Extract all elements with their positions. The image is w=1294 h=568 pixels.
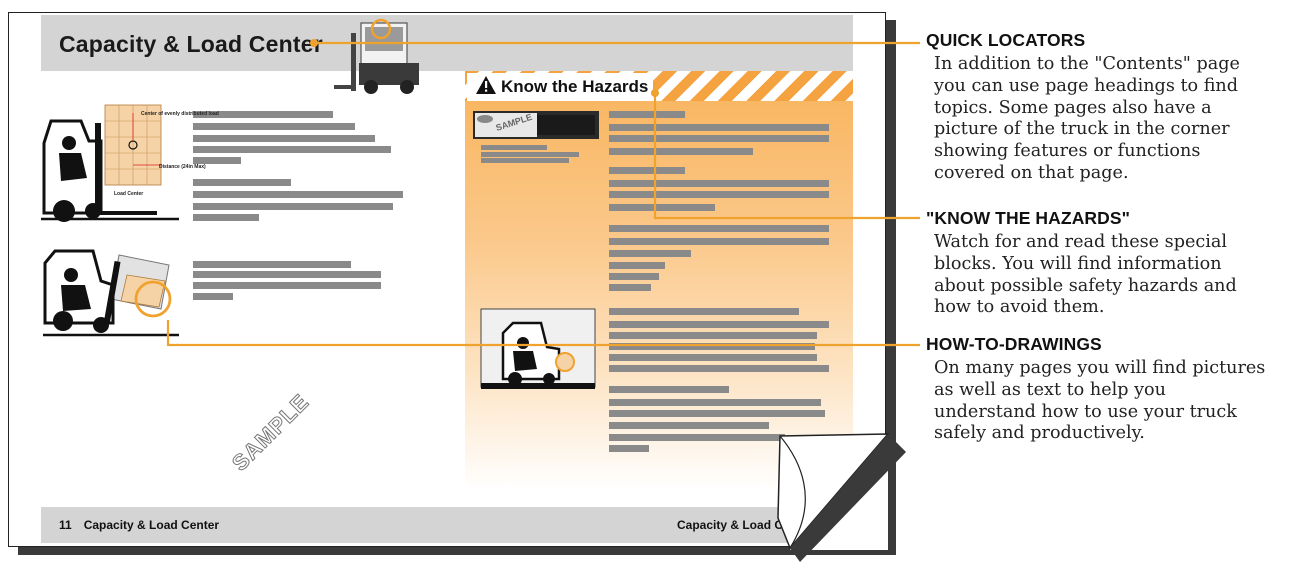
text-line xyxy=(609,148,753,155)
text-line xyxy=(609,365,829,372)
footer-left-title: Capacity & Load Center xyxy=(83,518,220,532)
text-line xyxy=(609,180,829,187)
annotation-body: Watch for and read these special blocks.… xyxy=(934,232,1237,318)
text-line xyxy=(609,422,769,429)
diagram-label-center-of-load: Center of evenly distributed load xyxy=(141,111,219,117)
text-line xyxy=(609,135,829,142)
text-line xyxy=(193,293,233,300)
annotation-body: On many pages you will find pictures as … xyxy=(934,358,1266,444)
warning-triangle-icon xyxy=(476,76,496,94)
diagram-label-load-center: Load Center xyxy=(114,191,143,197)
text-line xyxy=(609,399,821,406)
text-line xyxy=(193,135,375,142)
forklift-load-center-illustration xyxy=(41,104,179,222)
text-line xyxy=(193,214,259,221)
text-line xyxy=(193,261,351,268)
text-line xyxy=(609,308,799,315)
text-line xyxy=(481,145,547,150)
annotation-quick-locators: QUICK LOCATORS In addition to the "Conte… xyxy=(926,30,1266,185)
page-illustrations: Center of evenly distributed load Distan… xyxy=(41,18,599,389)
text-line xyxy=(609,204,715,211)
text-line xyxy=(609,238,829,245)
page-curl-shadow xyxy=(790,434,906,562)
forklift-tipping-load-illustration xyxy=(43,249,179,337)
diagram-label-distance: Distance (24in Max) xyxy=(159,164,206,170)
annotation-heading: "KNOW THE HAZARDS" xyxy=(926,208,1131,228)
text-line xyxy=(193,111,333,118)
text-line xyxy=(609,262,665,269)
manual-page-sample: Capacity & Load Center Know the Hazards xyxy=(8,12,886,547)
text-line xyxy=(609,321,829,328)
annotation-body: In addition to the "Contents" page you c… xyxy=(934,54,1240,183)
text-line xyxy=(609,167,685,174)
annotation-heading: HOW-TO-DRAWINGS xyxy=(926,334,1102,354)
text-line xyxy=(193,123,355,130)
text-line xyxy=(609,445,649,452)
text-line xyxy=(609,386,729,393)
text-line xyxy=(609,250,691,257)
text-line xyxy=(609,225,829,232)
text-line xyxy=(193,179,291,186)
text-line xyxy=(193,282,381,289)
text-line xyxy=(609,434,785,441)
text-line xyxy=(481,152,579,157)
text-line xyxy=(609,284,651,291)
text-line xyxy=(609,111,685,118)
text-line xyxy=(193,146,391,153)
callout-line-quick-locators xyxy=(310,39,920,47)
footer-left: 11 Capacity & Load Center xyxy=(59,518,219,532)
text-line xyxy=(609,410,825,417)
text-line xyxy=(609,332,817,339)
text-line xyxy=(609,273,659,280)
text-line xyxy=(609,354,817,361)
hazard-title-box xyxy=(467,73,653,101)
text-line xyxy=(609,124,829,131)
page-title: Capacity & Load Center xyxy=(59,31,323,57)
text-line xyxy=(609,191,829,198)
callout-line-how-to-drawings xyxy=(166,320,920,347)
footer-right-title: Capacity & Load C xyxy=(677,518,784,532)
how-to-drawing-inset xyxy=(480,308,596,389)
callout-line-know-the-hazards xyxy=(651,89,920,220)
annotation-know-the-hazards: "KNOW THE HAZARDS" Watch for and read th… xyxy=(926,208,1266,319)
text-line xyxy=(193,191,403,198)
text-line xyxy=(193,203,393,210)
text-line xyxy=(193,271,381,278)
text-line xyxy=(609,343,815,350)
annotation-how-to-drawings: HOW-TO-DRAWINGS On many pages you will f… xyxy=(926,334,1266,445)
footer-page-number: 11 xyxy=(59,518,72,532)
text-line xyxy=(193,157,241,164)
hazard-decal xyxy=(473,111,599,139)
hazard-title: Know the Hazards xyxy=(501,77,649,96)
header-truck-picture xyxy=(334,18,419,94)
annotation-heading: QUICK LOCATORS xyxy=(926,30,1086,50)
page-footer-band xyxy=(41,507,853,543)
text-line xyxy=(481,158,569,163)
